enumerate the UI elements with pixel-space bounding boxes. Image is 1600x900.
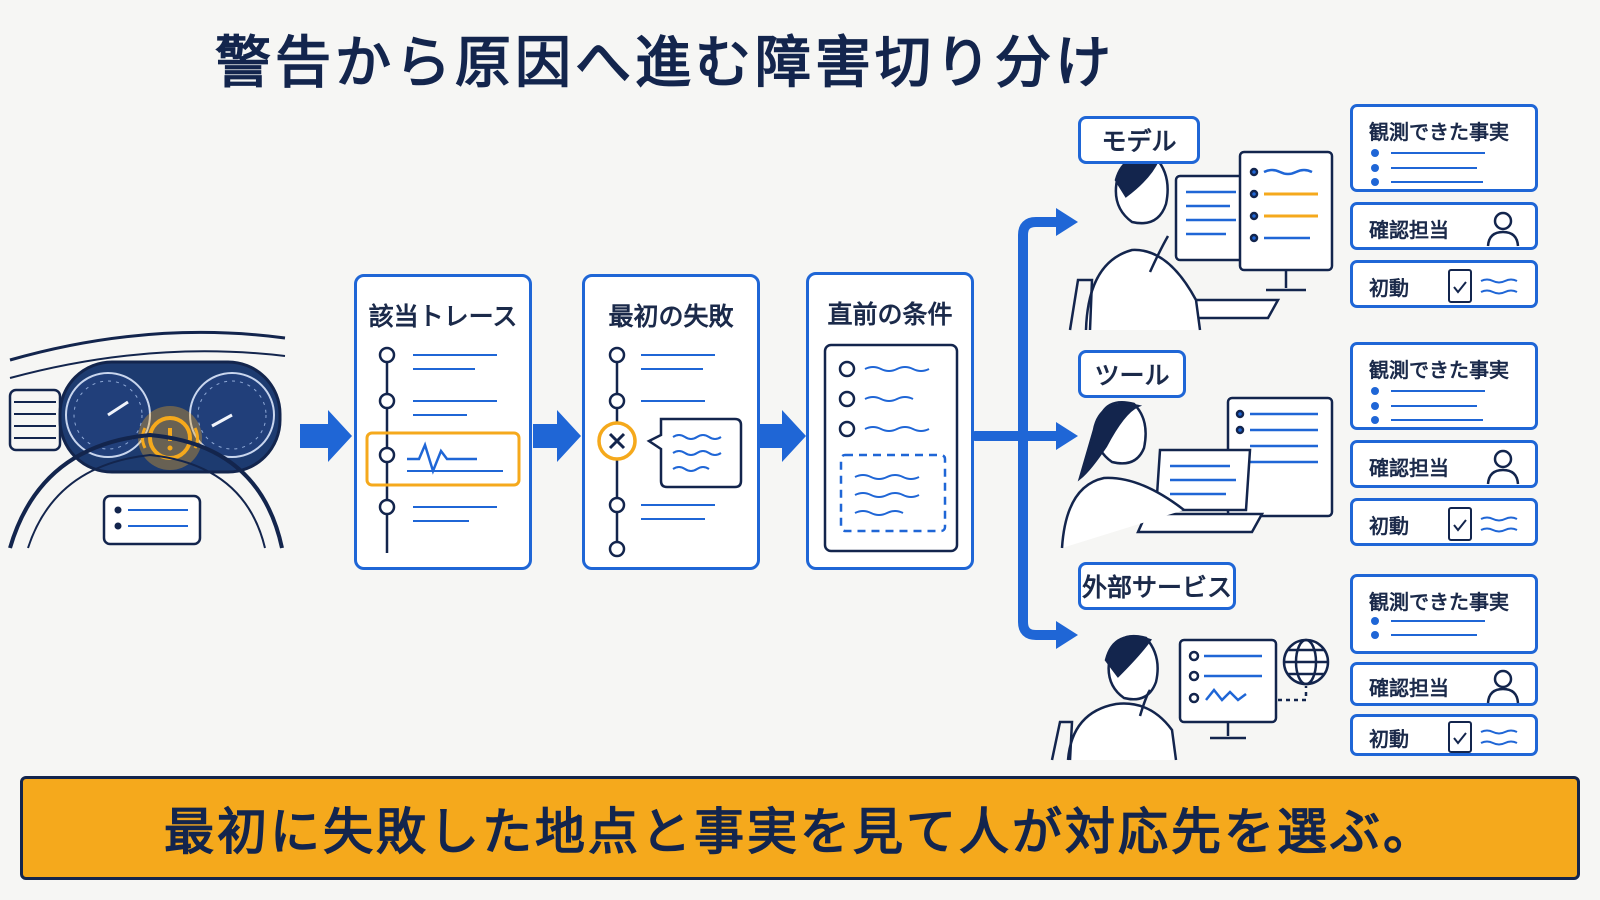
air-vent-icon <box>8 388 62 452</box>
first-action-card-label: 初動 <box>1369 514 1409 538</box>
first-action-card: 初動 <box>1350 260 1538 308</box>
speech-bubble-icon <box>646 417 743 489</box>
bullet-list-icon <box>1371 149 1485 186</box>
owner-card-label: 確認担当 <box>1369 218 1449 242</box>
arrow-right-icon <box>1056 621 1078 649</box>
step-card-first-failure: 最初の失敗 <box>582 274 760 570</box>
footer-banner: 最初に失敗した地点と事実を見て人が対応先を選ぶ。 <box>20 776 1580 880</box>
facts-card-label: 観測できた事実 <box>1369 590 1509 614</box>
arrow-right-icon <box>300 410 352 462</box>
flow-arrows <box>300 410 806 462</box>
person-icon <box>1486 449 1520 485</box>
checklist-icon <box>1448 269 1518 303</box>
dashed-condition-box <box>839 453 947 533</box>
bullet-list-icon <box>1371 617 1485 639</box>
trace-timeline-icon <box>365 346 521 553</box>
owner-card-label: 確認担当 <box>1369 676 1449 700</box>
step-card-trace: 該当トレース <box>354 274 532 570</box>
center-console-icon <box>102 494 202 546</box>
checklist-icon <box>1448 721 1518 753</box>
owner-card: 確認担当 <box>1350 440 1538 488</box>
step-card-preconditions: 直前の条件 <box>806 272 974 570</box>
highlighted-trace-row <box>365 431 521 487</box>
owner-card: 確認担当 <box>1350 662 1538 706</box>
person-at-monitors-illustration <box>1068 150 1334 331</box>
step-card-title: 該当トレース <box>368 302 518 331</box>
first-action-card-label: 初動 <box>1369 276 1409 300</box>
step-card-title: 直前の条件 <box>827 300 953 329</box>
globe-icon <box>1282 638 1330 686</box>
branch-tag-model: モデル <box>1078 116 1200 164</box>
first-action-card: 初動 <box>1350 498 1538 546</box>
failure-timeline-icon <box>597 346 743 558</box>
branch-tag-tool: ツール <box>1078 350 1186 398</box>
facts-card-label: 観測できた事実 <box>1369 358 1509 382</box>
facts-card: 観測できた事実 <box>1350 342 1538 430</box>
person-icon <box>1486 211 1520 247</box>
arrow-right-icon <box>1056 208 1078 236</box>
tachometer-icon <box>189 372 275 458</box>
facts-card: 観測できた事実 <box>1350 104 1538 192</box>
owner-card-label: 確認担当 <box>1369 456 1449 480</box>
person-at-monitor-globe-illustration <box>1050 634 1330 761</box>
arrow-right-icon <box>533 410 581 462</box>
person-icon <box>1486 669 1520 704</box>
facts-card-label: 観測できた事実 <box>1369 120 1509 144</box>
branch-connector <box>970 217 1063 640</box>
arrow-right-icon <box>1056 422 1078 450</box>
bullet-list-icon <box>1371 387 1485 424</box>
car-dashboard-illustration <box>8 330 286 549</box>
owner-card: 確認担当 <box>1350 202 1538 250</box>
conditions-list-icon <box>823 343 959 553</box>
checklist-icon <box>1448 507 1518 541</box>
step-card-title: 最初の失敗 <box>608 302 734 331</box>
facts-card: 観測できた事実 <box>1350 574 1538 654</box>
first-action-card: 初動 <box>1350 714 1538 756</box>
person-at-laptop-illustration <box>1060 396 1334 549</box>
arrow-right-icon <box>760 410 806 462</box>
branch-tag-external-service: 外部サービス <box>1078 562 1236 610</box>
first-action-card-label: 初動 <box>1369 727 1409 751</box>
page-title: 警告から原因へ進む障害切り分け <box>215 31 1115 96</box>
steering-wheel-icon <box>8 432 284 549</box>
